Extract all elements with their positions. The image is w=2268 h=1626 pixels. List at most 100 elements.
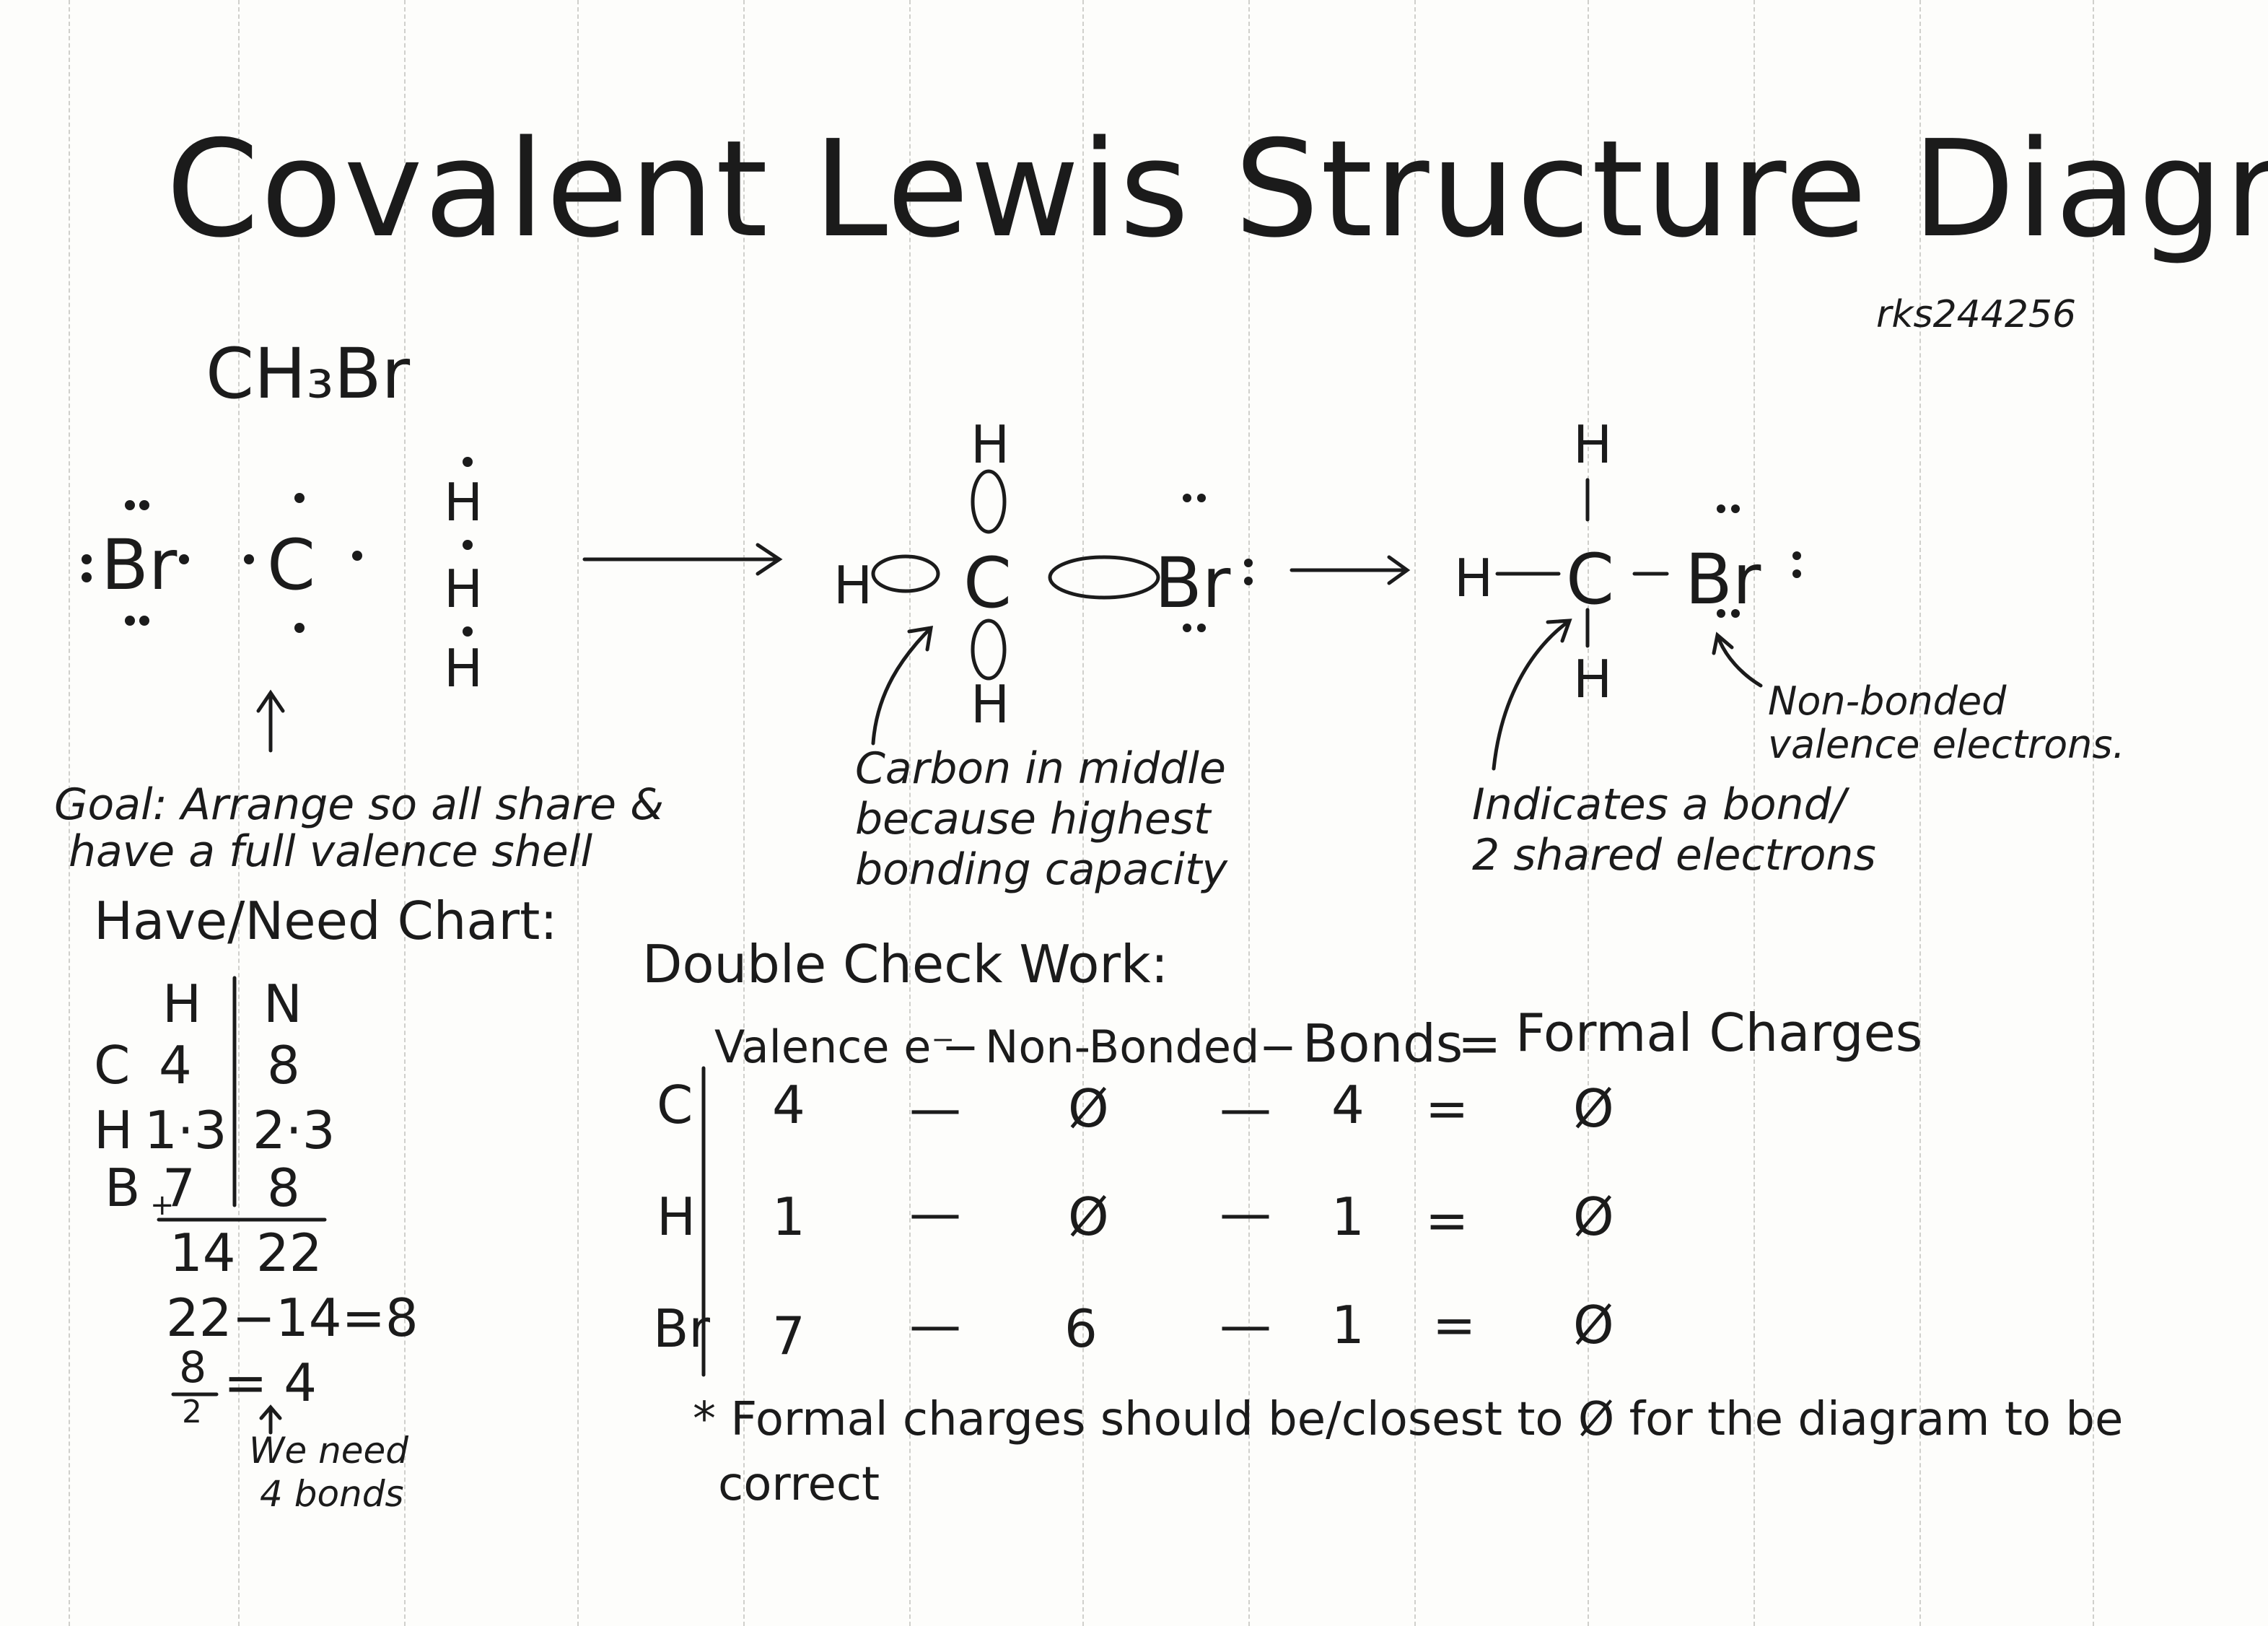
atom-c-dot: C [267, 525, 316, 606]
electron-dot [1731, 609, 1740, 618]
goal-note-line1: Goal: Arrange so all share & [54, 779, 664, 830]
dc-row-h-valence: 1 [772, 1186, 805, 1247]
electron-dot [352, 551, 362, 561]
grid-line [1588, 0, 1589, 1626]
electron-dot [1717, 609, 1725, 618]
nonbonded-note-line1: Non-bonded [1768, 678, 2007, 724]
dc-header-bonds: Bonds [1302, 1013, 1463, 1074]
dc-row-br-atom: Br [653, 1298, 710, 1359]
hn-row-c-have: 4 [159, 1035, 192, 1096]
dc-row-h-minus-2: — [1220, 1183, 1271, 1243]
electron-dot [463, 457, 473, 467]
hn-total-have: 14 [170, 1223, 236, 1283]
atom-c-final: C [1566, 539, 1615, 620]
electron-dot [179, 554, 189, 564]
electron-dot [244, 554, 254, 564]
dc-header-equals: = [1458, 1013, 1502, 1074]
dc-row-br-minus-1: — [909, 1295, 961, 1355]
dc-row-h-atom: H [657, 1186, 696, 1247]
nonbonded-note-line2: valence electrons. [1768, 722, 2125, 767]
hn-fraction-numerator: 8 [179, 1342, 207, 1393]
atom-br-dot: Br [101, 525, 178, 606]
hn-row-c-atom: C [94, 1035, 131, 1096]
hn-row-c-need: 8 [267, 1035, 300, 1096]
electron-dot [1717, 504, 1725, 513]
atom-h-left-final: H [1454, 548, 1494, 608]
grid-line [1082, 0, 1084, 1626]
grid-line [404, 0, 406, 1626]
electron-dot [1183, 494, 1191, 502]
bond-note-line2: 2 shared electrons [1472, 830, 1876, 880]
footnote-line2: correct [718, 1458, 880, 1511]
atom-br-final: Br [1685, 539, 1761, 620]
dc-row-br-bonds: 1 [1331, 1295, 1365, 1355]
grid-line [909, 0, 911, 1626]
electron-dot [1244, 559, 1253, 567]
electron-dot [1792, 551, 1801, 560]
hn-row-h-atom: H [94, 1100, 133, 1161]
shared-pair-oval [871, 554, 940, 593]
page-title: Covalent Lewis Structure Diagrams [166, 111, 2268, 267]
dc-row-c-minus-1: — [909, 1078, 961, 1139]
hn-total-need: 22 [256, 1223, 323, 1283]
reaction-arrow [1290, 555, 1411, 585]
formula: CH₃Br [206, 333, 411, 414]
grid-line [69, 0, 70, 1626]
electron-dot [294, 623, 305, 633]
grid-line [1919, 0, 1921, 1626]
electron-dot [1244, 577, 1253, 585]
dc-row-h-minus-1: — [909, 1183, 961, 1243]
dc-row-br-minus-2: — [1220, 1295, 1271, 1355]
atom-h-dot-1: H [444, 472, 483, 533]
grid-line [1248, 0, 1250, 1626]
pointer-arrow [256, 689, 285, 753]
hn-fraction-result: = 4 [224, 1352, 318, 1413]
electron-dot [139, 500, 149, 510]
dc-row-h-formal: Ø [1573, 1186, 1614, 1247]
electron-dot [125, 500, 135, 510]
have-column-header: H [162, 974, 202, 1034]
dc-row-br-equals: = [1432, 1295, 1476, 1355]
dc-header-nonbonded: Non-Bonded [985, 1020, 1260, 1073]
electron-dot [463, 540, 473, 550]
dc-row-br-valence: 7 [772, 1306, 805, 1366]
atom-h-dot-2: H [444, 559, 483, 619]
bond-note-line1: Indicates a bond/ [1472, 779, 1846, 830]
pointer-arrow [871, 625, 934, 746]
dc-row-c-atom: C [657, 1075, 693, 1135]
dc-row-c-equals: = [1425, 1078, 1469, 1139]
dc-row-h-bonds: 1 [1331, 1186, 1365, 1247]
carbon-note-line1: Carbon in middle [855, 743, 1226, 794]
carbon-note-line2: because highest [855, 794, 1211, 844]
grid-line [1753, 0, 1755, 1626]
dc-row-c-nonbonded: Ø [1068, 1078, 1109, 1139]
hn-row-b-atom: B [105, 1158, 141, 1218]
electron-dot [82, 572, 92, 582]
have-need-title: Have/Need Chart: [94, 891, 558, 951]
hn-row-b-have: 7 [162, 1158, 196, 1218]
electron-dot [1197, 624, 1206, 632]
double-check-title: Double Check Work: [642, 934, 1168, 995]
dc-row-br-formal: Ø [1573, 1295, 1614, 1355]
need-column-header: N [263, 974, 302, 1034]
hn-row-b-need: 8 [267, 1158, 300, 1218]
electron-dot [1183, 624, 1191, 632]
shared-pair-oval [1048, 555, 1160, 600]
electron-dot [1197, 494, 1206, 502]
goal-note-line2: have a full valence shell [69, 826, 593, 877]
footnote-line1: * Formal charges should be/closest to Ø … [693, 1393, 2124, 1446]
pointer-arrow [1492, 619, 1572, 771]
electron-dot [463, 626, 473, 637]
pointer-arrow [259, 1404, 282, 1435]
dc-header-minus-2: − [1259, 1020, 1297, 1073]
atom-h-bottom-final: H [1573, 649, 1613, 709]
carbon-note-line3: bonding capacity [855, 844, 1228, 895]
shared-pair-oval [971, 619, 1007, 681]
electron-dot [82, 554, 92, 564]
atom-h-dot-3: H [444, 638, 483, 699]
atom-h-left: H [833, 555, 873, 616]
electron-dot [125, 616, 135, 626]
hn-subtraction: 22−14=8 [166, 1288, 419, 1348]
